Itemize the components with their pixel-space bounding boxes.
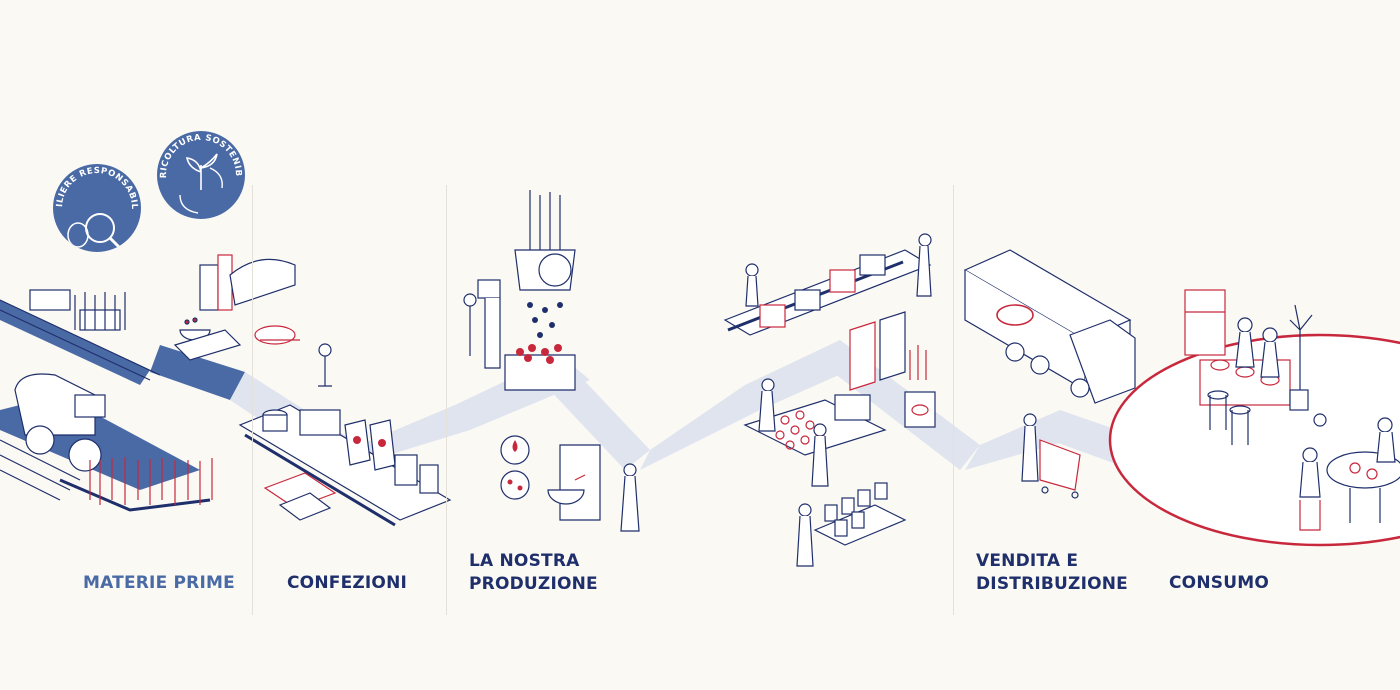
badge-filiere (53, 164, 141, 252)
factory-line-illustration (723, 233, 936, 567)
stage-produzione[interactable]: LA NOSTRA PRODUZIONE (469, 551, 598, 594)
divider-3 (953, 185, 954, 615)
packaging-illustration (238, 404, 452, 527)
divider-1 (252, 185, 253, 615)
consumption-illustration (1184, 289, 1400, 531)
sprout-cycle-icon (179, 153, 223, 214)
stage-distribuzione[interactable]: VENDITA E DISTRIBUZIONE (976, 551, 1128, 594)
raw-materials-illustration (0, 254, 332, 512)
divider-2 (446, 185, 447, 615)
production-illustration (463, 190, 640, 532)
stage-consumo[interactable]: CONSUMO (1169, 573, 1269, 593)
consumption-platform (1108, 333, 1400, 547)
stage-materie-prime[interactable]: MATERIE PRIME (83, 573, 235, 593)
distribution-illustration (963, 249, 1136, 499)
stage-confezioni[interactable]: CONFEZIONI (287, 573, 408, 593)
badge-agricoltura (157, 131, 245, 219)
flow-path-start (150, 345, 245, 400)
